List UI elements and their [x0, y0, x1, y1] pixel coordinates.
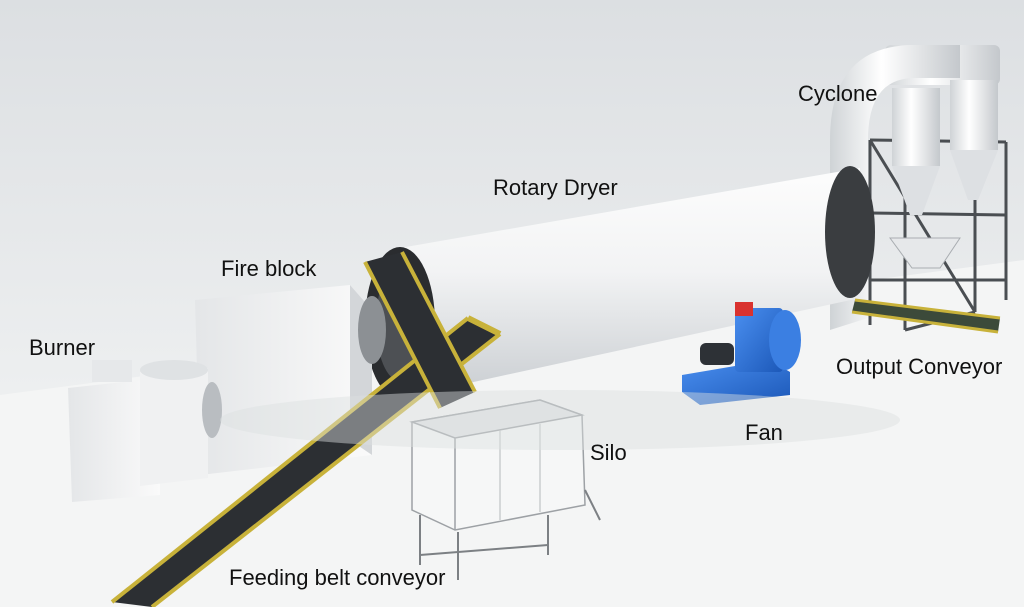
label-fan: Fan [745, 420, 783, 445]
label-rotary-dryer: Rotary Dryer [493, 175, 618, 200]
label-fire-block: Fire block [221, 256, 317, 281]
label-cyclone: Cyclone [798, 81, 878, 106]
burner-body [68, 360, 222, 502]
label-feeding-belt-conveyor: Feeding belt conveyor [229, 565, 446, 590]
silo-body [409, 399, 601, 580]
fan-body [682, 302, 801, 405]
feeding-belt-conveyor [110, 251, 502, 607]
floor-shadow [220, 390, 900, 450]
label-burner: Burner [29, 335, 96, 360]
label-silo: Silo [590, 440, 627, 465]
cyclone-frame [868, 138, 1008, 332]
label-output-conveyor: Output Conveyor [836, 354, 1003, 379]
output-conveyor [851, 298, 1001, 334]
